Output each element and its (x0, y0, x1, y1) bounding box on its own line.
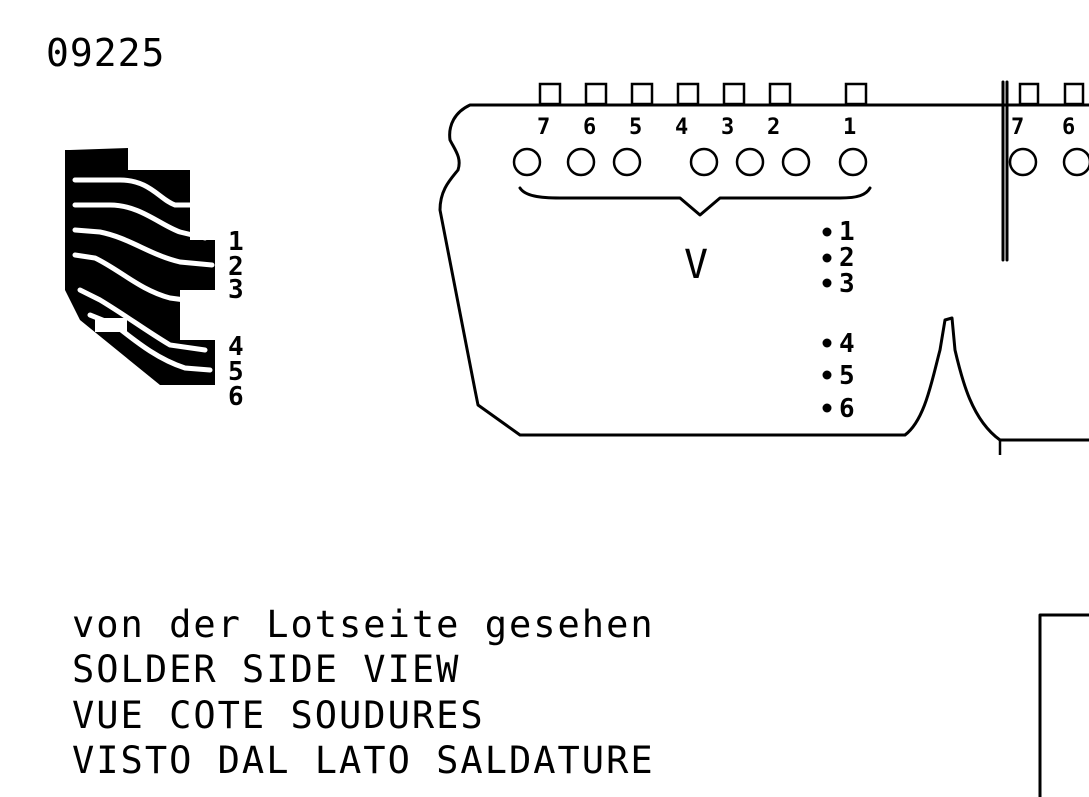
second-connector: 7 6 (1001, 80, 1089, 262)
strip-label: 6 (228, 382, 244, 412)
pin-label: 6 (583, 115, 596, 140)
strip-label: 2 (228, 252, 244, 282)
strip-label: 5 (228, 357, 244, 387)
group-brace (518, 186, 872, 217)
pin-label: 7 (537, 115, 550, 140)
caption-german: von der Lotseite gesehen (72, 603, 655, 646)
pin-label: 1 (843, 115, 856, 140)
pin-label: 3 (721, 115, 734, 140)
pin-label: 5 (629, 115, 642, 140)
solder-pads (512, 147, 868, 177)
side-pin-label: 2 (839, 243, 855, 273)
top-pin-labels: 7 6 5 4 3 2 1 (537, 115, 856, 140)
frame-box (1038, 613, 1089, 797)
pin-label: 7 (1011, 115, 1024, 140)
caption-french: VUE COTE SOUDURES (72, 694, 485, 737)
caption: von der Lotseite gesehen SOLDER SIDE VIE… (72, 603, 655, 782)
side-pin-label: 5 (839, 361, 855, 391)
pin-label: 2 (767, 115, 780, 140)
caption-english: SOLDER SIDE VIEW (72, 648, 460, 691)
top-tabs (538, 82, 868, 106)
strip-label: 4 (228, 332, 244, 362)
side-pin-label: 4 (839, 329, 855, 359)
group-label: V (684, 242, 708, 288)
caption-italian: VISTO DAL LATO SALDATURE (72, 739, 655, 782)
side-pin-label: 1 (839, 217, 855, 247)
contact-strip-drawing (65, 148, 215, 385)
strip-label: 1 (228, 227, 244, 257)
strip-pin-labels: 1 2 3 4 5 6 (228, 227, 244, 412)
pin-label: 6 (1062, 115, 1075, 140)
side-pin-label: 3 (839, 269, 855, 299)
side-contacts: 1 2 3 4 5 6 (822, 217, 855, 424)
part-number: 09225 (46, 31, 165, 75)
connector-outline (438, 103, 1089, 442)
pin-label: 4 (675, 115, 688, 140)
strip-label: 3 (228, 275, 244, 305)
side-pin-label: 6 (839, 394, 855, 424)
